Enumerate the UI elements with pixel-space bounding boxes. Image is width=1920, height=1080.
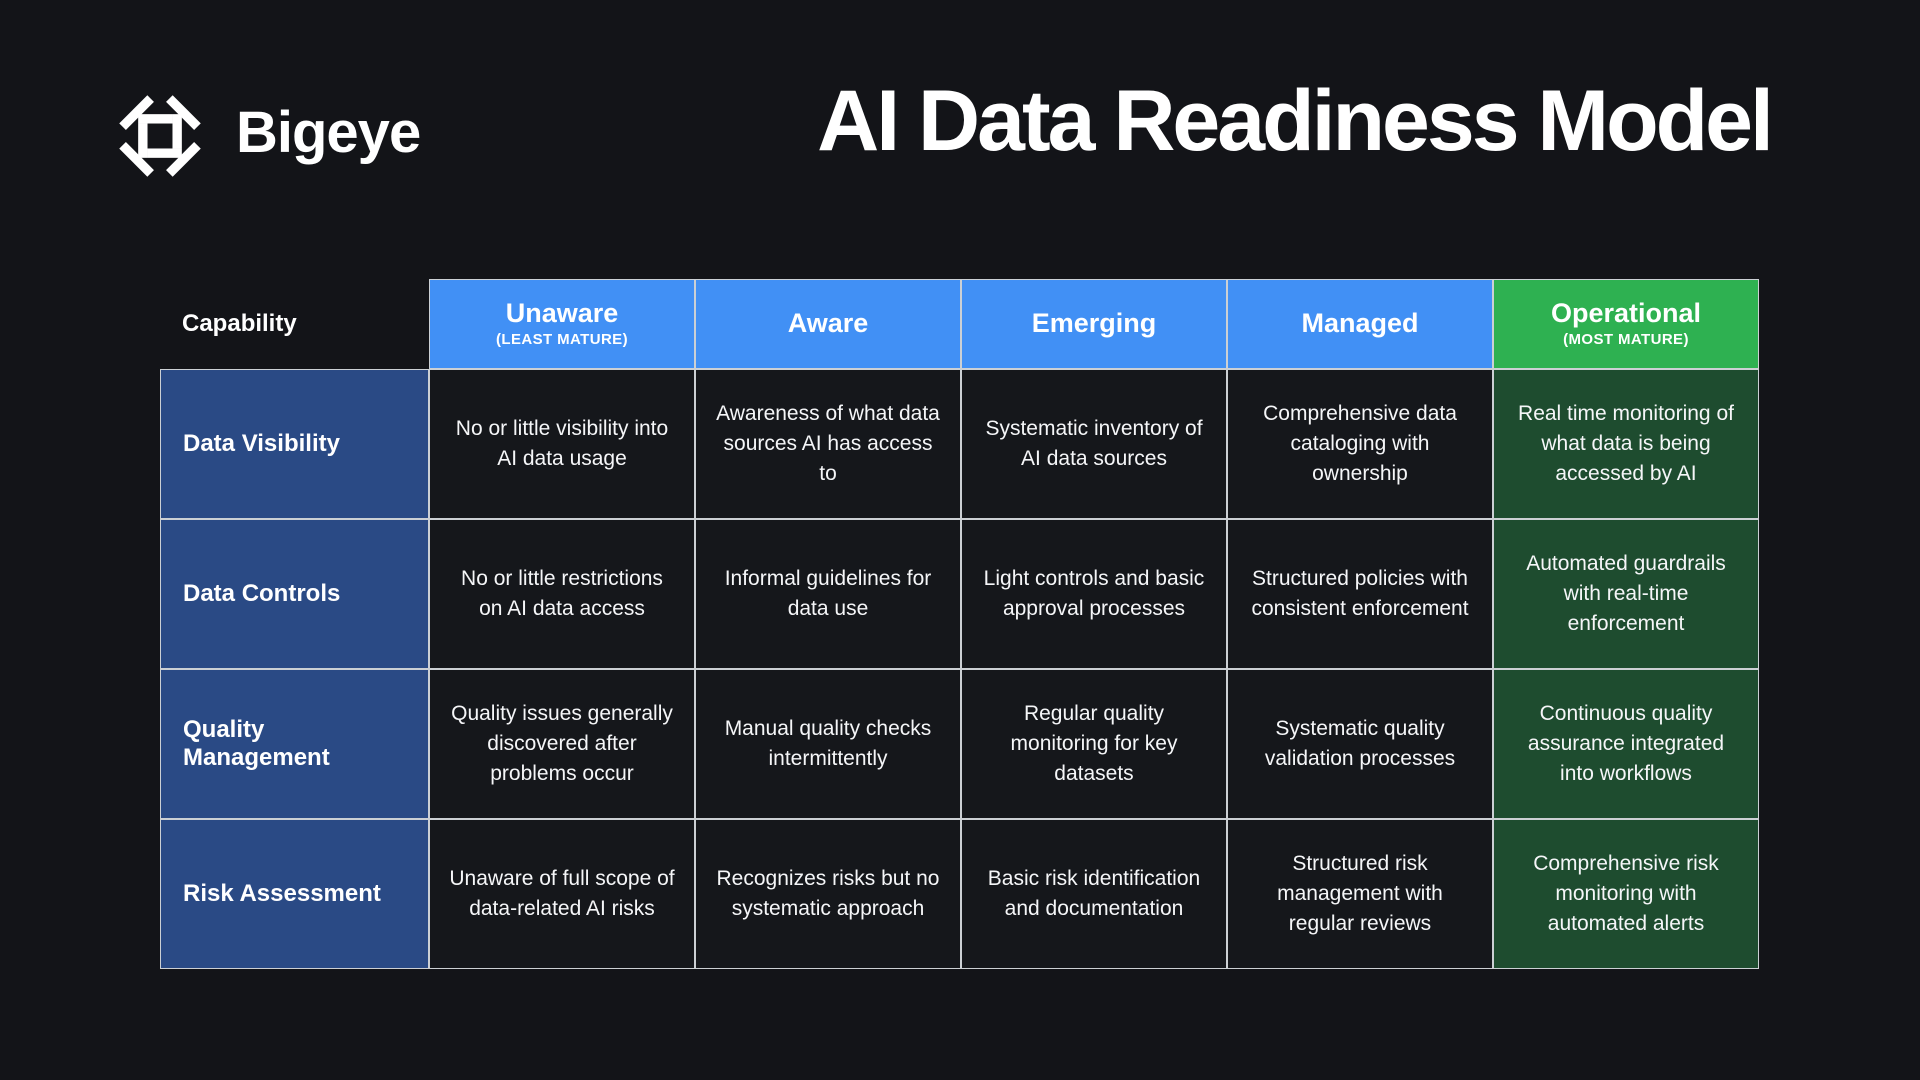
column-header-label: Aware xyxy=(787,308,869,339)
column-header-sublabel: (MOST MATURE) xyxy=(1563,331,1689,349)
row-header-quality-management: Quality Management xyxy=(160,669,429,819)
column-header-operational: Operational (MOST MATURE) xyxy=(1493,279,1759,369)
column-header-label: Emerging xyxy=(1031,308,1157,339)
column-header-label: Unaware xyxy=(505,298,619,329)
page-title: AI Data Readiness Model xyxy=(817,73,1774,169)
column-header-unaware: Unaware (LEAST MATURE) xyxy=(429,279,695,369)
column-header-aware: Aware xyxy=(695,279,961,369)
column-header-sublabel: (LEAST MATURE) xyxy=(496,331,628,349)
row-header-data-visibility: Data Visibility xyxy=(160,369,429,519)
brand-name: Bigeye xyxy=(236,100,421,165)
column-header-label: Managed xyxy=(1301,308,1419,339)
column-header-emerging: Emerging xyxy=(961,279,1227,369)
matrix-cell-data-visibility-emerging: Systematic inventory of AI data sources xyxy=(961,369,1227,519)
readiness-grid: Capability Unaware (LEAST MATURE) Aware … xyxy=(160,279,1759,969)
matrix-cell-quality-management-unaware: Quality issues generally discovered afte… xyxy=(429,669,695,819)
matrix-cell-data-visibility-unaware: No or little visibility into AI data usa… xyxy=(429,369,695,519)
matrix-cell-data-controls-unaware: No or little restrictions on AI data acc… xyxy=(429,519,695,669)
matrix-cell-quality-management-operational: Continuous quality assurance integrated … xyxy=(1493,669,1759,819)
brand: Bigeye xyxy=(108,84,421,188)
row-header-risk-assessment: Risk Assessment xyxy=(160,819,429,969)
matrix-cell-risk-assessment-managed: Structured risk management with regular … xyxy=(1227,819,1493,969)
row-header-data-controls: Data Controls xyxy=(160,519,429,669)
matrix-cell-quality-management-managed: Systematic quality validation processes xyxy=(1227,669,1493,819)
matrix-cell-risk-assessment-unaware: Unaware of full scope of data-related AI… xyxy=(429,819,695,969)
matrix-cell-data-controls-emerging: Light controls and basic approval proces… xyxy=(961,519,1227,669)
matrix-cell-data-controls-aware: Informal guidelines for data use xyxy=(695,519,961,669)
matrix-cell-data-visibility-aware: Awareness of what data sources AI has ac… xyxy=(695,369,961,519)
column-header-label: Operational xyxy=(1550,298,1702,329)
matrix-cell-data-controls-operational: Automated guardrails with real-time enfo… xyxy=(1493,519,1759,669)
matrix-cell-quality-management-aware: Manual quality checks intermittently xyxy=(695,669,961,819)
matrix-cell-risk-assessment-operational: Comprehensive risk monitoring with autom… xyxy=(1493,819,1759,969)
column-header-managed: Managed xyxy=(1227,279,1493,369)
bigeye-logo-icon xyxy=(119,95,201,177)
matrix-cell-risk-assessment-aware: Recognizes risks but no systematic appro… xyxy=(695,819,961,969)
matrix-cell-data-visibility-operational: Real time monitoring of what data is bei… xyxy=(1493,369,1759,519)
matrix-cell-quality-management-emerging: Regular quality monitoring for key datas… xyxy=(961,669,1227,819)
matrix-cell-data-controls-managed: Structured policies with consistent enfo… xyxy=(1227,519,1493,669)
capability-column-header: Capability xyxy=(182,310,297,337)
matrix-cell-risk-assessment-emerging: Basic risk identification and documentat… xyxy=(961,819,1227,969)
matrix-cell-data-visibility-managed: Comprehensive data cataloging with owner… xyxy=(1227,369,1493,519)
